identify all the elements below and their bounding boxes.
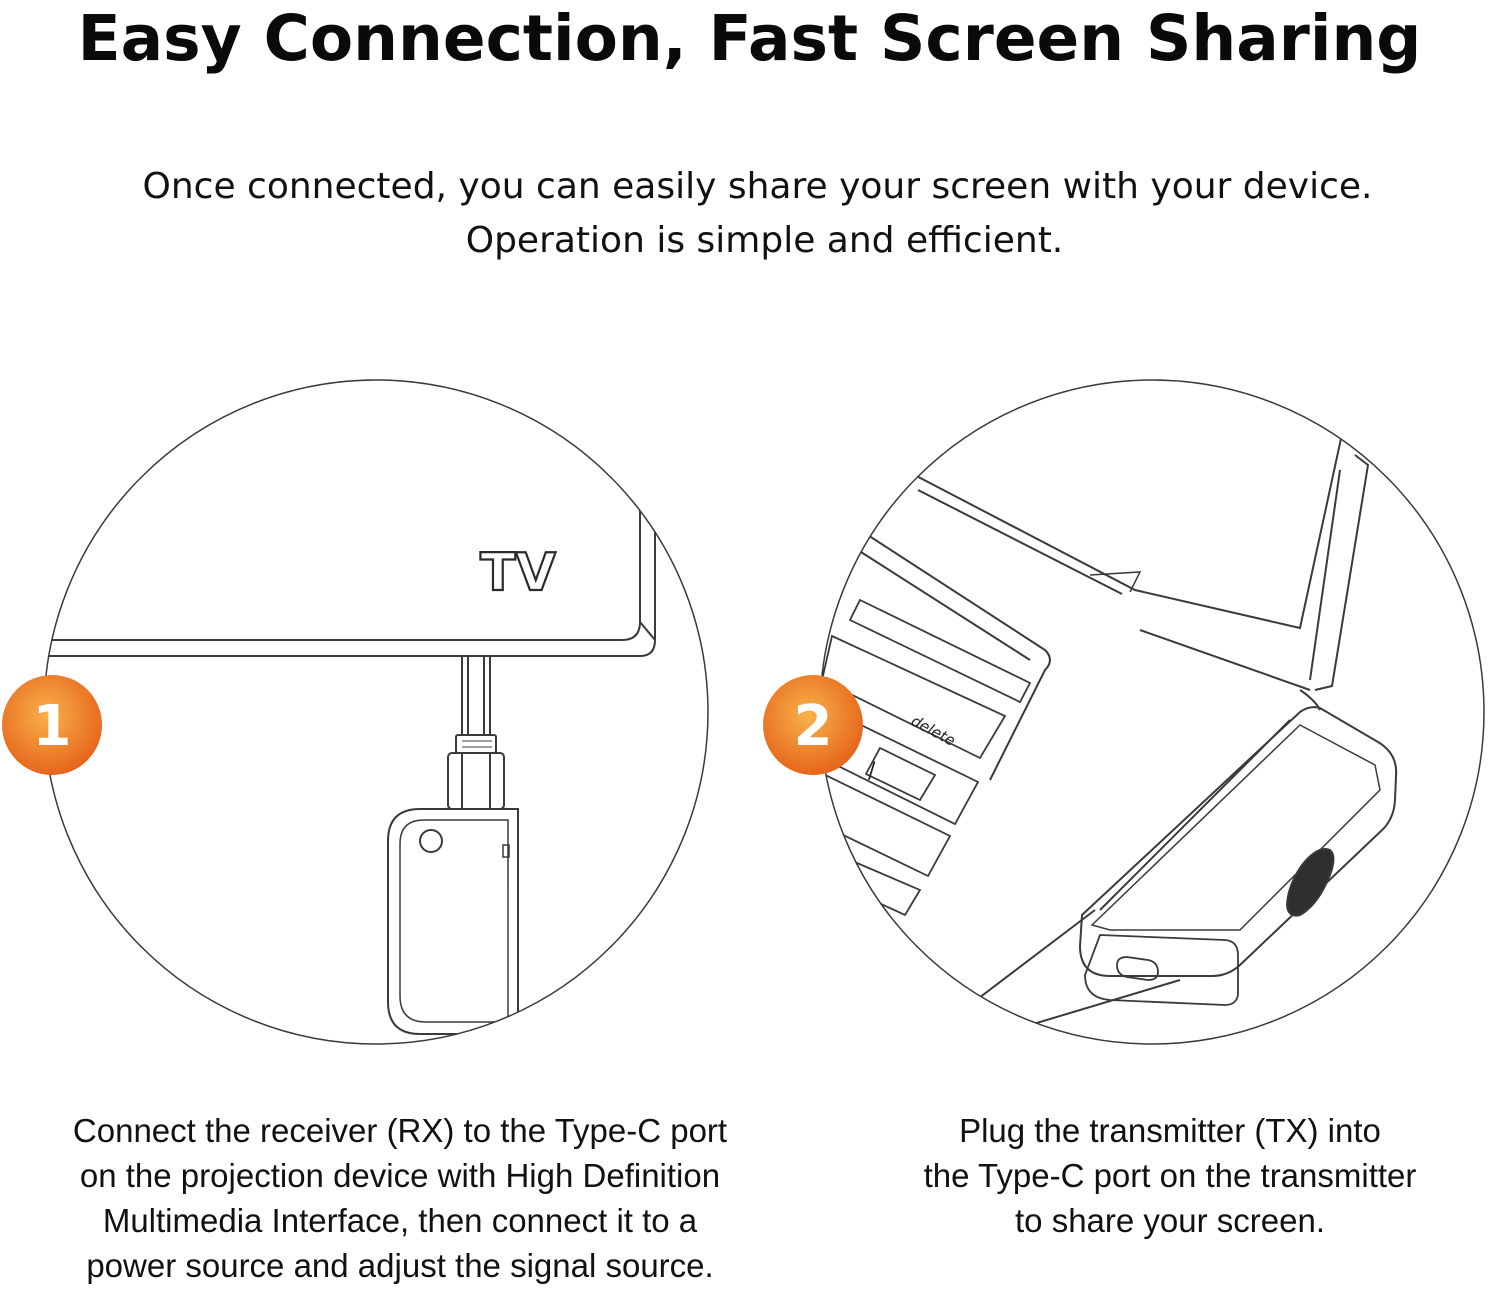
subtitle-line: Operation is simple and efficient. (465, 220, 1064, 261)
caption-line: Plug the transmitter (TX) into (959, 1112, 1381, 1149)
step-1-badge: 1 (2, 675, 102, 775)
page-subtitle: Once connected, you can easily share you… (0, 160, 1499, 268)
caption-line: on the projection device with High Defin… (79, 1157, 721, 1194)
caption-line: Multimedia Interface, then connect it to… (102, 1202, 698, 1239)
slash-key-label: / (868, 759, 876, 784)
caption-line: Connect the receiver (RX) to the Type-C … (72, 1112, 728, 1149)
caption-line: to share your screen. (1015, 1202, 1325, 1239)
transmitter-illustration (1078, 706, 1398, 1006)
laptop-illustration (820, 419, 1370, 1041)
step-1-caption: Connect the receiver (RX) to the Type-C … (20, 1108, 780, 1288)
receiver-illustration (387, 808, 519, 1035)
step-1-illustration: TV (43, 379, 709, 1045)
step-1-number: 1 (33, 694, 72, 759)
subtitle-line: Once connected, you can easily share you… (142, 166, 1373, 207)
step-2-illustration: delete / (819, 379, 1485, 1045)
step-2-number: 2 (794, 694, 833, 759)
caption-line: power source and adjust the signal sourc… (86, 1247, 714, 1284)
cable-illustration (447, 657, 505, 810)
step-2-caption: Plug the transmitter (TX) into the Type-… (820, 1108, 1499, 1243)
step-2-badge: 2 (763, 675, 863, 775)
tv-illustration (44, 380, 656, 657)
caption-line: the Type-C port on the transmitter (923, 1157, 1417, 1194)
tv-label: TV (480, 543, 556, 603)
steps-illustration: TV (2, 379, 1485, 1045)
page-title: Easy Connection, Fast Screen Sharing (77, 2, 1422, 75)
